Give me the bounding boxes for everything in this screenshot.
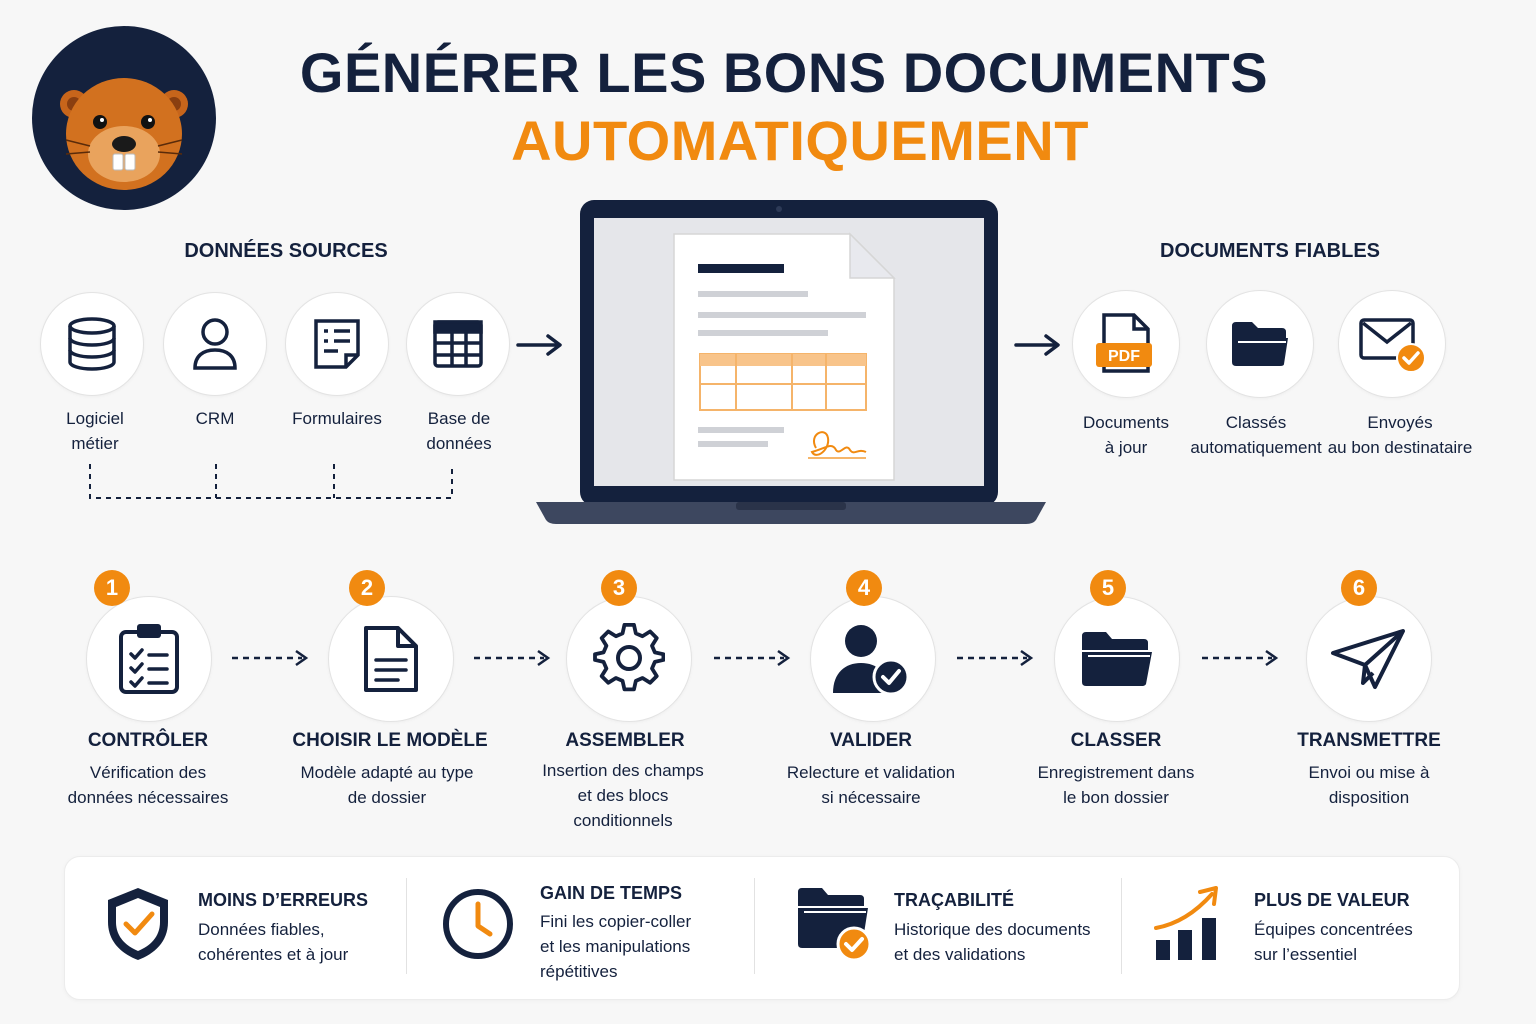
- document-icon: [364, 626, 418, 692]
- source-base: [406, 292, 510, 396]
- step-arrow-3: [714, 649, 791, 667]
- table-icon: [433, 320, 483, 368]
- pdf-tag: PDF: [1108, 348, 1140, 365]
- source-label-crm: CRM: [195, 409, 235, 428]
- step-desc-6: Envoi ou mise à disposition: [1308, 763, 1430, 807]
- page-subtitle: AUTOMATIQUEMENT: [511, 109, 1089, 172]
- step-desc-5: Enregistrement dans le bon dossier: [1037, 763, 1195, 807]
- pdf-file-icon: PDF: [1096, 313, 1152, 373]
- sources-bracket: [89, 464, 453, 499]
- source-crm: [163, 292, 267, 396]
- arrow-to-outputs: [1014, 334, 1060, 356]
- step-badge-4: 4: [846, 570, 882, 606]
- form-icon: [314, 319, 360, 369]
- step-badge-2: 2: [349, 570, 385, 606]
- step-title-6: TRANSMETTRE: [1297, 730, 1441, 751]
- output-label-documents: Documents à jour: [1083, 413, 1169, 457]
- folder-check-icon: [798, 888, 872, 962]
- sources-heading: DONNÉES SOURCES: [184, 240, 388, 262]
- step-transmettre: [1306, 596, 1432, 722]
- step-title-2: CHOISIR LE MODÈLE: [292, 730, 488, 751]
- benefit-title-erreurs: MOINS D’ERREURS: [198, 890, 369, 910]
- outputs-heading: DOCUMENTS FIABLES: [1160, 240, 1380, 262]
- beaver-logo: [32, 26, 216, 210]
- step-badge-1: 1: [94, 570, 130, 606]
- laptop-illustration: [536, 200, 1046, 524]
- benefit-divider: [406, 878, 407, 974]
- step-badge-5: 5: [1090, 570, 1126, 606]
- source-label-logiciel: Logiciel métier: [66, 409, 124, 453]
- folder-icon: [1082, 632, 1152, 686]
- user-icon: [193, 318, 237, 370]
- folder-icon: [1232, 322, 1288, 366]
- benefit-divider: [1121, 878, 1122, 974]
- output-envoyes: [1338, 290, 1446, 398]
- step-choisir: [328, 596, 454, 722]
- step-desc-4: Relecture et validation si nécessaire: [786, 763, 956, 807]
- clock-icon: [443, 889, 513, 959]
- step-desc-1: Vérification des données nécessaires: [67, 763, 229, 807]
- database-icon: [68, 317, 116, 371]
- step-arrow-4: [957, 649, 1034, 667]
- output-classes: [1206, 290, 1314, 398]
- step-arrow-5: [1202, 649, 1279, 667]
- source-formulaires: [285, 292, 389, 396]
- clipboard-check-icon: [119, 624, 179, 694]
- source-label-formulaires: Formulaires: [292, 409, 382, 428]
- benefits-panel: [64, 856, 1460, 1000]
- step-assembler: [566, 596, 692, 722]
- document-preview: [673, 232, 896, 481]
- step-valider: [810, 596, 936, 722]
- benefit-desc-temps: Fini les copier-coller et les manipulati…: [540, 912, 692, 981]
- step-badge-3: 3: [601, 570, 637, 606]
- step-title-5: CLASSER: [1070, 730, 1162, 751]
- benefit-title-tracabilite: TRAÇABILITÉ: [894, 890, 1014, 910]
- benefit-divider: [754, 878, 755, 974]
- step-title-3: ASSEMBLER: [565, 730, 685, 751]
- step-desc-2: Modèle adapté au type de dossier: [300, 763, 474, 807]
- step-arrow-1: [232, 649, 309, 667]
- source-label-base: Base de données: [426, 409, 492, 453]
- benefit-desc-tracabilite: Historique des documents et des validati…: [894, 920, 1091, 964]
- step-desc-3: Insertion des champs et des blocs condit…: [542, 761, 704, 830]
- user-check-icon: [833, 625, 910, 695]
- source-logiciel: [40, 292, 144, 396]
- step-controler: [86, 596, 212, 722]
- mail-check-icon: [1359, 318, 1426, 373]
- step-title-1: CONTRÔLER: [87, 730, 209, 751]
- step-badge-6: 6: [1341, 570, 1377, 606]
- output-label-envoyes: Envoyés au bon destinataire: [1327, 413, 1473, 457]
- page-title: GÉNÉRER LES BONS DOCUMENTS: [299, 41, 1269, 104]
- output-documents: PDF: [1072, 290, 1180, 398]
- benefit-desc-erreurs: Données fiables, cohérentes et à jour: [198, 920, 349, 964]
- step-arrow-2: [474, 649, 551, 667]
- shield-check-icon: [108, 888, 168, 960]
- gear-icon: [593, 623, 665, 692]
- output-label-classes: Classés automatiquement: [1190, 413, 1322, 457]
- arrow-to-laptop: [516, 334, 562, 356]
- benefit-title-valeur: PLUS DE VALEUR: [1254, 890, 1410, 910]
- paper-plane-icon: [1331, 629, 1405, 689]
- signature-mark: [810, 431, 867, 456]
- growth-chart-icon: [1154, 886, 1218, 960]
- benefit-desc-valeur: Équipes concentrées sur l’essentiel: [1254, 920, 1413, 964]
- step-title-4: VALIDER: [830, 730, 912, 751]
- benefit-title-temps: GAIN DE TEMPS: [540, 883, 683, 903]
- step-classer: [1054, 596, 1180, 722]
